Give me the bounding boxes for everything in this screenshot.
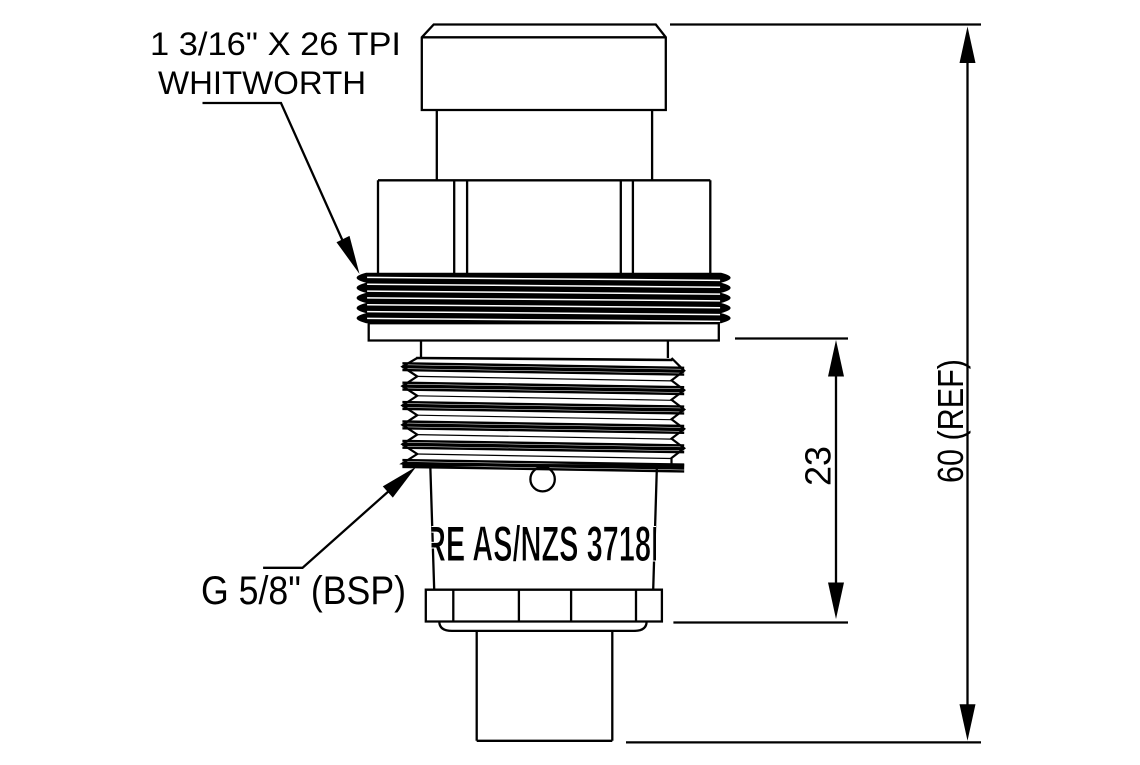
svg-text:60 (REF): 60 (REF) <box>930 359 971 483</box>
svg-text:23: 23 <box>798 446 839 486</box>
svg-text:ARE AS/NZS 3718N: ARE AS/NZS 3718N <box>404 516 672 572</box>
svg-text:1 3/16" X 26 TPI: 1 3/16" X 26 TPI <box>150 26 401 62</box>
svg-text:G 5/8" (BSP): G 5/8" (BSP) <box>201 569 406 613</box>
svg-text:WHITWORTH: WHITWORTH <box>158 65 366 101</box>
